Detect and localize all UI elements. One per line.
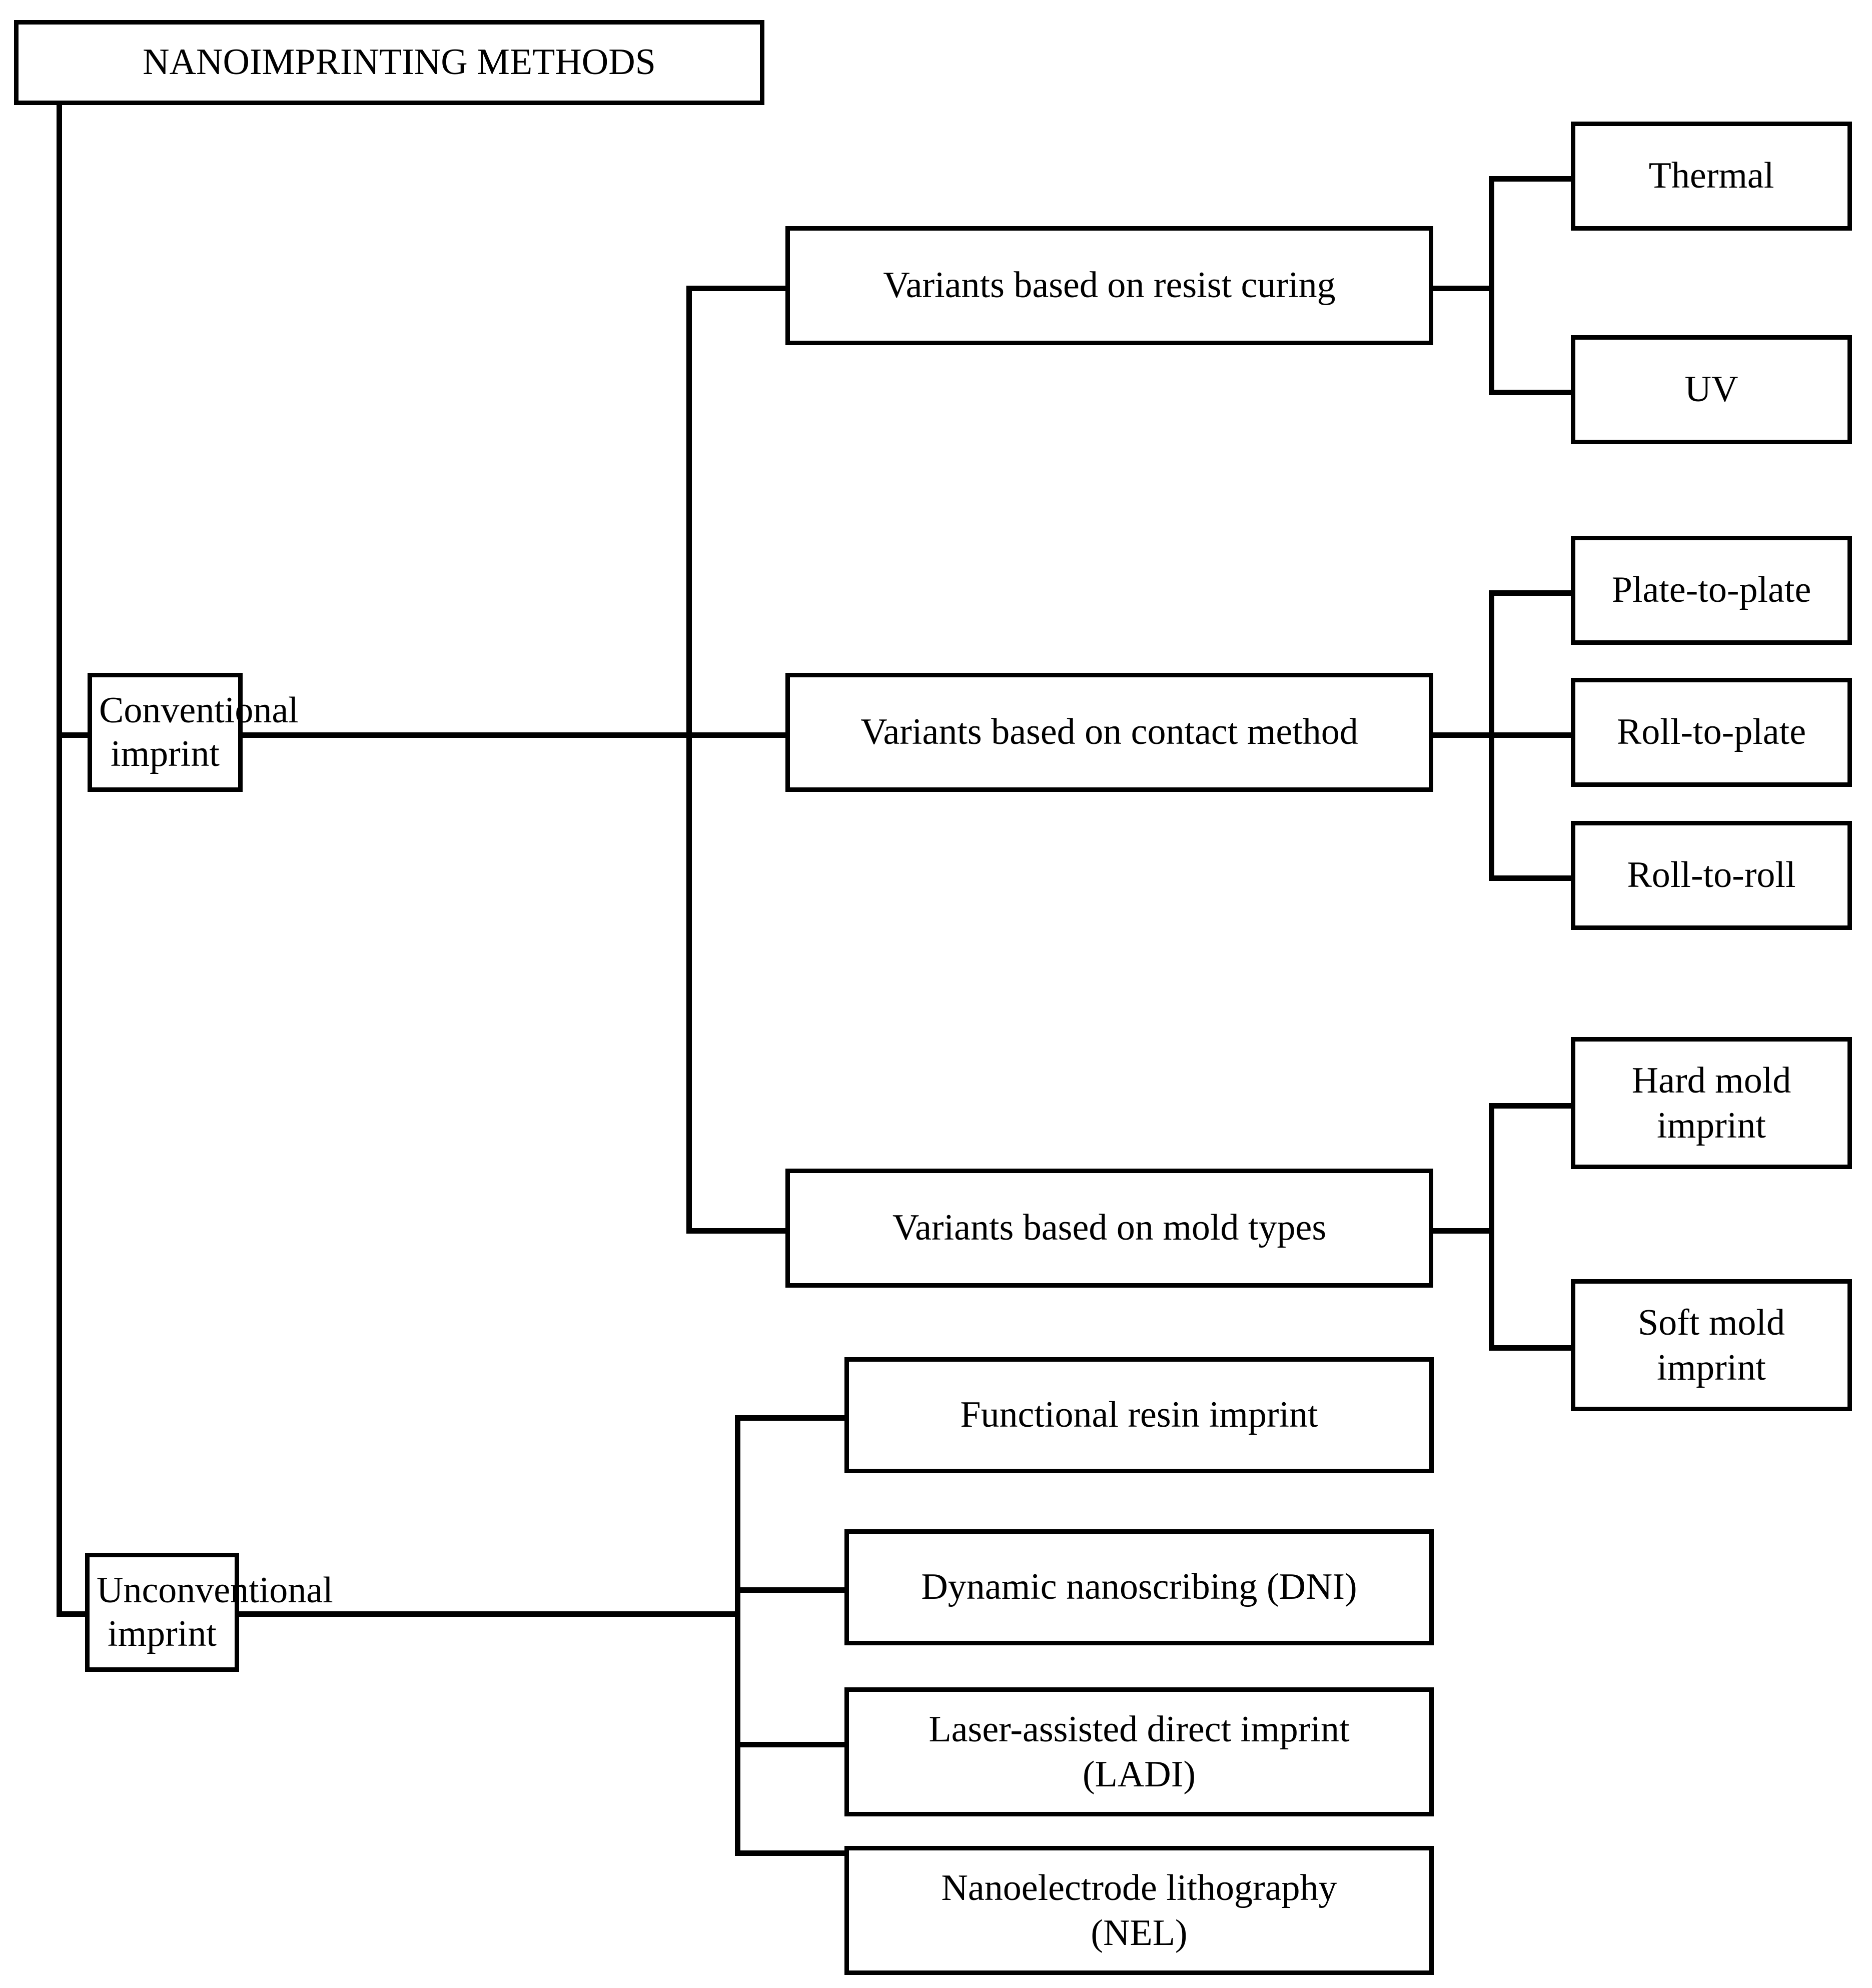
connector-unconventional-to-trunk (239, 1611, 740, 1617)
node-hard-mold-imprint[interactable]: Hard mold imprint (1571, 1037, 1852, 1169)
connector-bracket-to-uv (1489, 390, 1572, 395)
node-variants-resist-curing-label: Variants based on resist curing (883, 265, 1336, 306)
node-unconventional-imprint[interactable]: Unconventional imprint (85, 1553, 333, 1672)
connector-conventional-trunk (686, 286, 692, 1234)
connector-bracket-to-hard-mold (1489, 1103, 1572, 1109)
node-soft-mold-imprint[interactable]: Soft mold imprint (1571, 1279, 1852, 1411)
connector-trunk-to-functional-resin (735, 1415, 847, 1421)
node-nanoelectrode-lithography[interactable]: Nanoelectrode lithography (NEL) (844, 1846, 1434, 1975)
node-conventional-imprint-shown[interactable]: Conventional imprint (88, 673, 299, 792)
node-variants-mold-types-label: Variants based on mold types (892, 1207, 1327, 1249)
node-roll-to-plate-label: Roll-to-plate (1616, 711, 1806, 753)
connector-root-trunk (57, 50, 62, 1617)
node-hard-mold-imprint-label-line1: Hard mold (1631, 1060, 1791, 1101)
node-functional-resin-imprint-label: Functional resin imprint (960, 1394, 1318, 1436)
node-thermal[interactable]: Thermal (1571, 122, 1852, 231)
connector-bracket-to-soft-mold (1489, 1345, 1572, 1351)
node-hard-mold-imprint-label-line2: imprint (1657, 1105, 1766, 1146)
node-nanoelectrode-lithography-label-line1: Nanoelectrode lithography (941, 1867, 1337, 1908)
node-unconventional-imprint-label: Unconventional imprint (97, 1569, 333, 1654)
connector-trunk-to-nel (735, 1850, 847, 1856)
node-roll-to-roll[interactable]: Roll-to-roll (1571, 821, 1852, 930)
connector-bracket-to-roll-to-plate (1489, 732, 1572, 738)
node-variants-contact-method-label: Variants based on contact method (860, 711, 1358, 753)
node-variants-mold-types[interactable]: Variants based on mold types (785, 1169, 1433, 1288)
node-thermal-label: Thermal (1648, 155, 1774, 197)
connector-root-to-unconventional (57, 1611, 88, 1617)
node-uv[interactable]: UV (1571, 335, 1852, 444)
connector-mold-types-bracket (1489, 1103, 1494, 1351)
connector-trunk-to-ladi (735, 1742, 847, 1747)
node-dynamic-nanoscribing-label: Dynamic nanoscribing (DNI) (921, 1566, 1357, 1608)
node-soft-mold-imprint-label-line1: Soft mold (1638, 1302, 1785, 1343)
connector-trunk-to-resist-curing (686, 286, 789, 291)
node-plate-to-plate-label: Plate-to-plate (1611, 569, 1811, 611)
node-soft-mold-imprint-label-line2: imprint (1657, 1347, 1766, 1388)
node-nanoelectrode-lithography-label-line2: (NEL) (1091, 1912, 1188, 1953)
connector-trunk-to-mold-types (686, 1228, 789, 1234)
connector-root-to-conventional (57, 732, 88, 738)
node-laser-assisted-direct-imprint-label-line1: Laser-assisted direct imprint (928, 1708, 1350, 1750)
node-root[interactable]: NANOIMPRINTING METHODS (14, 20, 764, 105)
node-laser-assisted-direct-imprint-label-line2: (LADI) (1082, 1754, 1196, 1795)
node-functional-resin-imprint[interactable]: Functional resin imprint (844, 1357, 1434, 1473)
connector-mold-types-out (1432, 1228, 1494, 1234)
connector-bracket-to-thermal (1489, 176, 1572, 182)
connector-bracket-to-plate-to-plate (1489, 590, 1572, 596)
connector-trunk-to-dni (735, 1587, 847, 1593)
connector-conventional-to-trunk (243, 732, 692, 738)
node-variants-resist-curing[interactable]: Variants based on resist curing (785, 226, 1433, 345)
connector-contact-method-out (1432, 732, 1494, 738)
connector-resist-curing-bracket (1489, 176, 1494, 395)
node-root-label: NANOIMPRINTING METHODS (143, 42, 656, 83)
node-dynamic-nanoscribing[interactable]: Dynamic nanoscribing (DNI) (844, 1529, 1434, 1645)
node-uv-label: UV (1684, 369, 1738, 410)
connector-bracket-to-roll-to-roll (1489, 875, 1572, 881)
node-roll-to-roll-label: Roll-to-roll (1627, 854, 1796, 896)
connector-trunk-to-contact-method (686, 732, 789, 738)
connector-unconventional-trunk (735, 1415, 740, 1855)
node-roll-to-plate[interactable]: Roll-to-plate (1571, 678, 1852, 787)
connector-resist-curing-out (1432, 286, 1494, 291)
node-variants-contact-method[interactable]: Variants based on contact method (785, 673, 1433, 792)
node-laser-assisted-direct-imprint[interactable]: Laser-assisted direct imprint (LADI) (844, 1687, 1434, 1816)
node-plate-to-plate[interactable]: Plate-to-plate (1571, 536, 1852, 645)
node-conventional-imprint-label: Conventional imprint (99, 689, 299, 774)
